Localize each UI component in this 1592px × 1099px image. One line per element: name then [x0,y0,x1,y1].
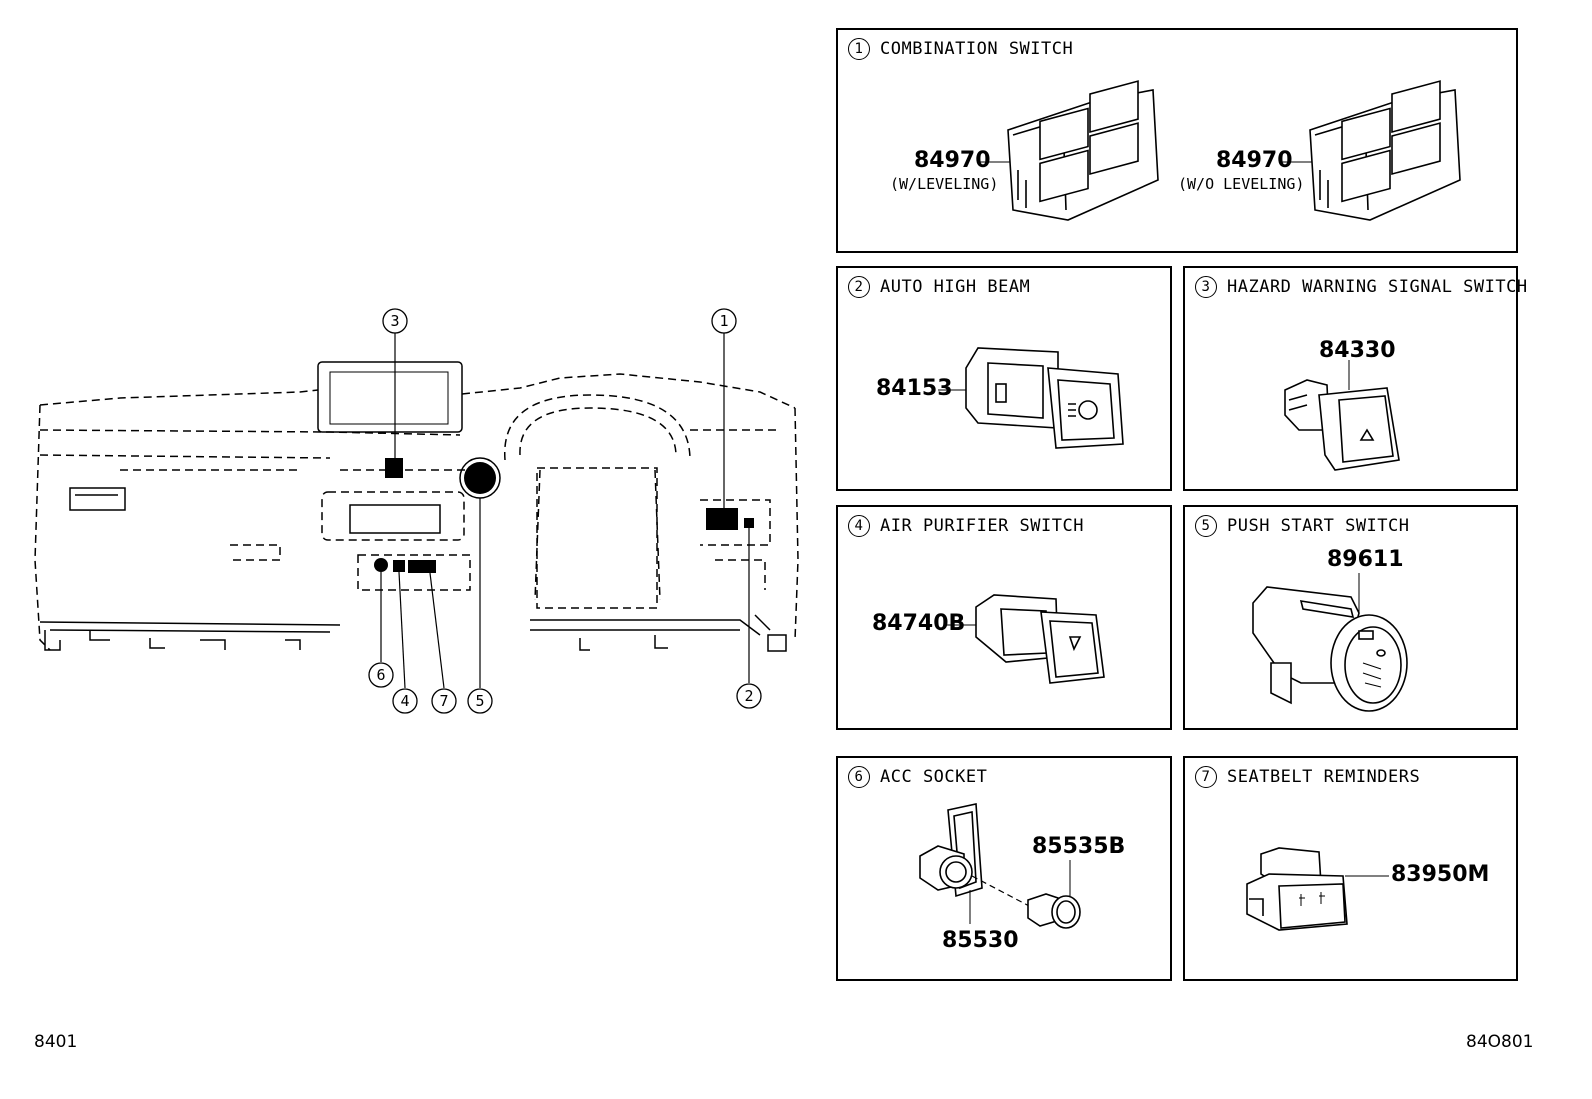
panel-number: 7 [1195,766,1217,788]
panel-seatbelt-reminders: 7 SEATBELT REMINDERS 83950M [1183,756,1518,981]
panel-hazard-warning-signal-switch: 3 HAZARD WARNING SIGNAL SWITCH 84330 [1183,266,1527,491]
panel-title: HAZARD WARNING SIGNAL SWITCH [1227,277,1528,297]
panel-title: SEATBELT REMINDERS [1227,767,1421,787]
callout-3: 3 [390,312,399,330]
callout-4: 4 [400,692,409,710]
panel-acc-socket: 6 ACC SOCKET 85535B 85530 [836,756,1172,981]
combination-switch-drawing-right [1280,80,1461,221]
acc-socket-drawing [919,803,1081,929]
air-purifier-switch-drawing [946,594,1105,684]
panel-number: 4 [848,515,870,537]
part-number-84740b: 84740B [872,611,966,636]
hazard-switch-drawing [1284,360,1400,471]
push-start-switch-drawing [1252,573,1408,712]
location-seatbelt-reminders [408,560,436,573]
location-air-purifier [393,560,405,572]
panel-title: COMBINATION SWITCH [880,39,1074,59]
panel-number: 1 [848,38,870,60]
panel-number: 6 [848,766,870,788]
location-combination-switch [706,508,738,530]
footer-code-right: 84O801 [1466,1032,1534,1052]
callout-5: 5 [475,692,484,710]
panel-title: AIR PURIFIER SWITCH [880,516,1084,536]
location-push-start [464,462,496,494]
panel-auto-high-beam: 2 AUTO HIGH BEAM 84153 [836,266,1172,491]
seatbelt-reminder-drawing [1246,847,1389,931]
dashboard-overview-diagram: 3 1 2 6 4 7 5 [34,308,799,714]
callout-1: 1 [719,312,728,330]
panel-air-purifier-switch: 4 AIR PURIFIER SWITCH 84740B [836,505,1172,730]
panel-title: PUSH START SWITCH [1227,516,1410,536]
panel-combination-switch: 1 COMBINATION SWITCH 84970 (W/LEVELING) … [836,28,1518,253]
panel-number: 5 [1195,515,1217,537]
panel-number: 2 [848,276,870,298]
footer-code-left: 8401 [34,1032,78,1052]
auto-high-beam-switch-drawing [938,347,1124,449]
location-hazard-switch [385,458,403,478]
callout-2: 2 [744,687,753,705]
part-note-no-leveling: (W/O LEVELING) [1178,175,1305,193]
part-number-85535b: 85535B [1032,834,1126,859]
part-number-83950m: 83950M [1391,862,1490,887]
part-number-84153: 84153 [876,376,953,401]
combination-switch-drawing-left [978,80,1159,221]
part-number-84970-leveling: 84970 [914,148,991,173]
part-number-84970-no-leveling: 84970 [1216,148,1293,173]
part-note-leveling: (W/LEVELING) [890,175,999,193]
location-acc-socket [374,558,388,572]
part-number-85530: 85530 [942,928,1019,953]
callout-7: 7 [439,692,448,710]
panel-title: AUTO HIGH BEAM [880,277,1031,297]
part-number-89611: 89611 [1327,547,1404,572]
part-number-84330: 84330 [1319,338,1396,363]
panel-number: 3 [1195,276,1217,298]
panel-title: ACC SOCKET [880,767,988,787]
location-auto-high-beam [744,518,754,528]
callout-6: 6 [376,666,385,684]
panel-push-start-switch: 5 PUSH START SWITCH 89611 [1183,505,1518,730]
